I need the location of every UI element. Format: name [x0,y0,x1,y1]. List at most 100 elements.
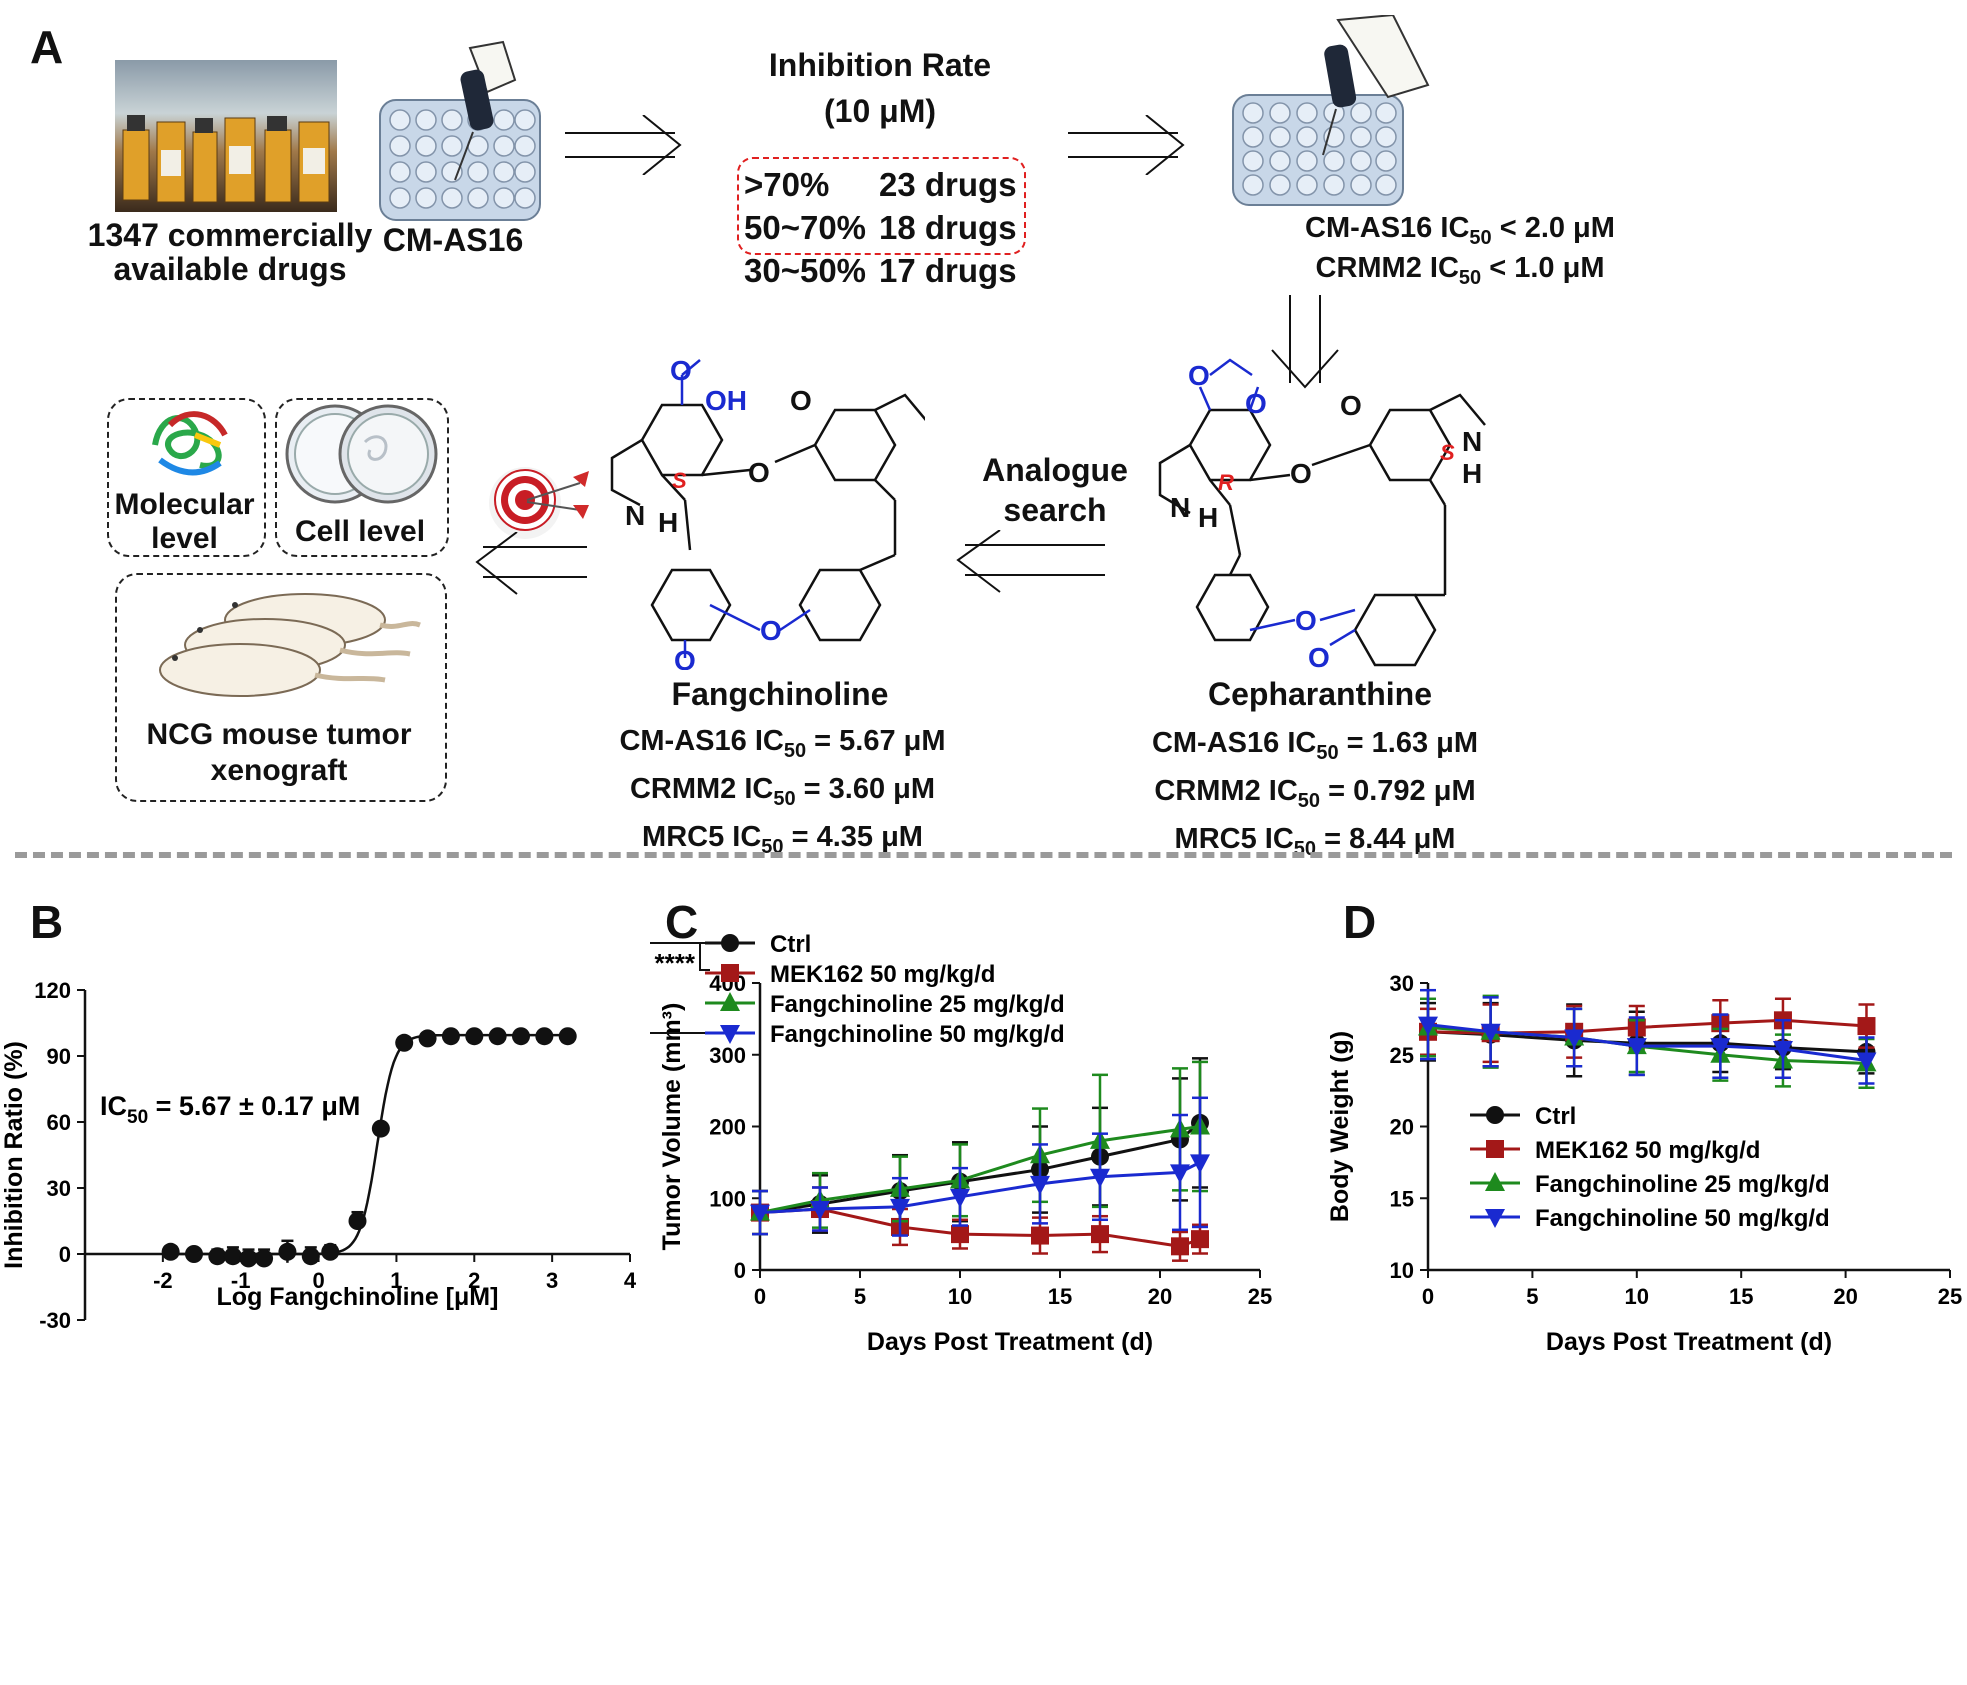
down-arrow-icon [1271,295,1339,389]
x-tick-label: 1 [390,1268,402,1293]
amine-h-label: H [658,507,678,538]
legend-marker [721,934,739,952]
x-tick-label: 2 [468,1268,480,1293]
y-axis-label: Body Weight (g) [1326,1031,1354,1222]
data-point [348,1212,367,1230]
ic50-prefix: IC [1287,727,1317,759]
ic50-sub: 50 [1469,226,1492,249]
data-point [395,1033,414,1052]
ic50-cell-line: MRC5 [1174,822,1257,855]
well-plate-icon [1232,15,1430,206]
y-tick-label: 30 [47,1176,71,1201]
data-point [950,1188,970,1208]
data-point [418,1029,437,1048]
data-point [1564,1029,1585,1049]
ether-o-label: O [760,615,782,646]
right-arrow-icon [565,115,682,175]
ic50-cell-line: CM-AS16 [619,725,747,757]
ic50-cell-line: CM-AS16 [1151,727,1280,759]
data-point [208,1247,227,1266]
ic50-prefix: IC [744,772,774,805]
cell-level-label: Cell level [294,515,426,548]
series-line [759,1125,1201,1215]
data-point [1418,1016,1438,1036]
data-point [255,1249,274,1268]
x-tick-label: 25 [1248,1284,1272,1309]
cell-level-box [275,398,449,557]
protein-structure-icon [152,411,228,476]
panel-a-letter: A [30,21,64,73]
amine-h-label: H [1198,502,1218,533]
petri-dish-icon [285,404,438,504]
molecular-level-box [107,398,266,557]
data-point [890,1198,910,1218]
criteria-value: < 2.0 μM [1491,212,1615,244]
cepharanthine-ic50: CM-AS16 IC50 = 1.63 μM CRMM2 IC50 = 0.79… [1125,724,1505,867]
rate-count: 18 drugs [879,209,1017,246]
legend-label: Fangchinoline 25 mg/kg/d [770,991,1065,1018]
legend-marker [1485,1172,1505,1191]
ic50-prefix: IC [1440,212,1470,244]
data-point [1030,1175,1050,1195]
target-icon [489,467,589,539]
x-tick-label: 10 [1625,1284,1649,1309]
data-point [1857,1017,1876,1036]
legend-label: MEK162 50 mg/kg/d [1535,1137,1760,1164]
legend-marker [720,992,740,1011]
ic50-value: = 5.67 μM [806,725,946,757]
ic50-cell-line: CRMM2 [1154,774,1261,807]
ic50-prefix: IC [1429,252,1459,284]
legend-marker [720,1025,740,1044]
cell-line-caption: CM-AS16 [382,222,524,258]
significance-bracket [650,942,705,1034]
data-point [321,1242,340,1261]
y-tick-label: 15 [1390,1186,1414,1211]
ic50-line: CRMM2 IC50 = 3.60 μM [600,770,965,818]
analogue-search-label: Analogue search [960,450,1150,530]
methoxy-o-label: O [790,385,812,416]
cepharanthine-name: Cepharanthine [1207,676,1433,712]
dioxole-o-label: O [1245,388,1267,419]
ic50-line: CRMM2 IC50 = 0.792 μM [1125,772,1505,820]
rates-table: >70% 23 drugs 50~70% 18 drugs 30~50% 17 … [744,166,1017,295]
amine-h-label: H [1462,458,1482,489]
ether-o-label: O [1290,458,1312,489]
ic50-value: = 4.35 μM [783,820,923,853]
left-arrow-icon [956,530,1105,593]
drugs-caption: 1347 commercially available drugs [80,218,380,286]
legend-label: Ctrl [770,931,811,958]
data-point [1190,1154,1210,1174]
series-line [759,1207,1201,1248]
methoxy-o-label: O [1340,390,1362,421]
x-tick-label: 5 [854,1284,866,1309]
panel-b-letter: B [30,896,64,948]
data-point [1191,1230,1209,1249]
ic50-sub: 50 [773,787,796,810]
y-tick-label: 20 [1390,1115,1414,1140]
section-divider [15,852,1952,858]
data-point [951,1225,969,1244]
highlight-box [737,157,1026,255]
ether-o-label: O [1295,605,1317,636]
ic50-sub: 50 [783,739,807,762]
x-tick-label: 3 [546,1268,558,1293]
legend-marker [1486,1140,1504,1158]
y-tick-label: 30 [1390,971,1414,996]
panel-c-letter: C [665,896,699,948]
legend-label: MEK162 50 mg/kg/d [770,961,995,988]
ic50-line: CM-AS16 IC50 = 5.67 μM [600,722,965,770]
series-line [759,1121,1201,1215]
ic50-value: = 3.60 μM [795,772,936,805]
stereo-r-label: R [1218,470,1234,495]
data-point [161,1242,180,1261]
inhibition-title-line2: (10 μM) [823,93,937,129]
x-tick-label: 0 [312,1268,324,1293]
ic50-value: = 8.44 μM [1316,822,1456,855]
data-point [488,1027,507,1046]
inhibition-title-line1: Inhibition Rate [768,47,992,83]
rate-row: 30~50% 17 drugs [744,252,1017,295]
right-arrow-icon [1068,115,1185,175]
mouse-icon [159,593,421,697]
dioxole-o-label: O [1188,360,1210,391]
x-tick-label: 5 [1526,1284,1538,1309]
